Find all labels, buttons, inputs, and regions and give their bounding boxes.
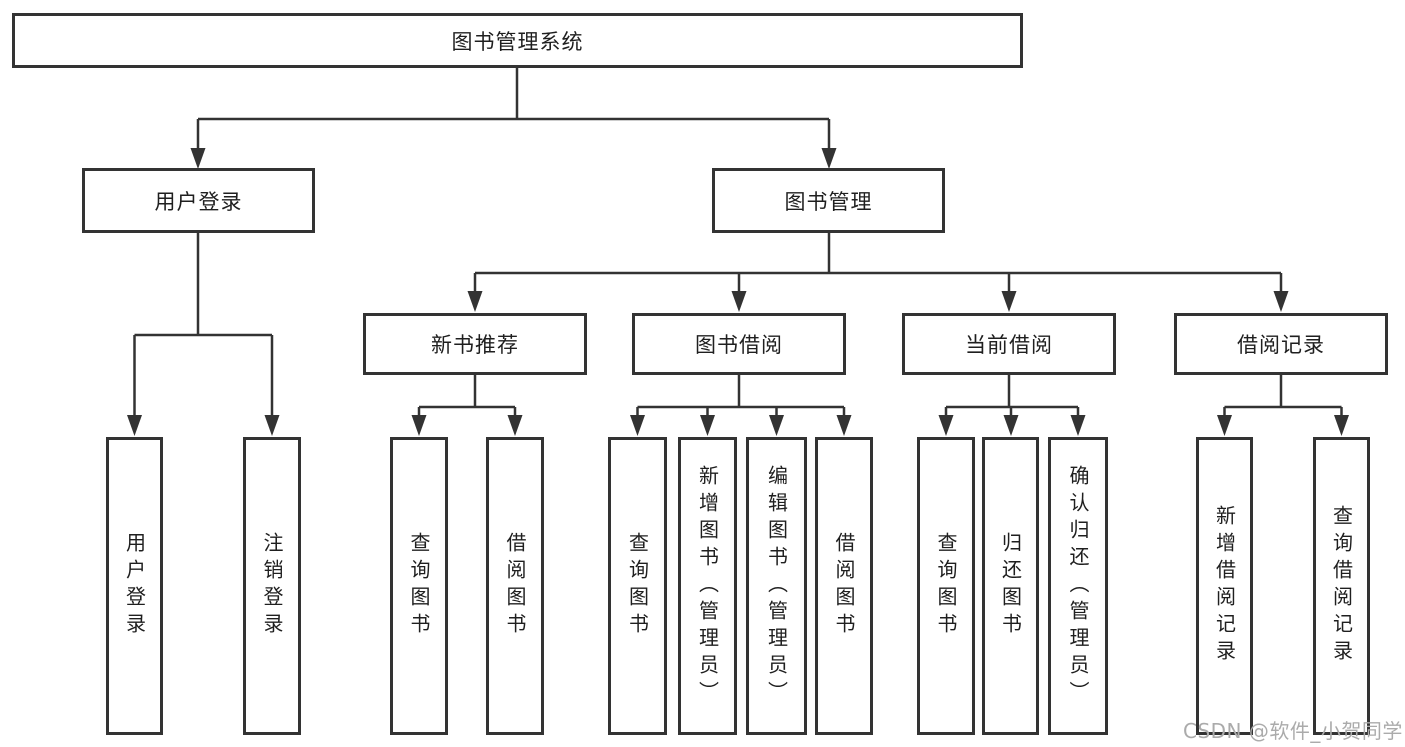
- leaf-label: 注销登录: [260, 532, 284, 640]
- leaf-label: 查询图书: [407, 532, 431, 640]
- leaf-label: 查询图书: [934, 532, 958, 640]
- leaf-edit-book-admin: 编辑图书（管理员）: [746, 437, 807, 735]
- csdn-watermark: CSDN @软件_小贺同学: [1183, 719, 1403, 743]
- leaf-label: 编辑图书（管理员）: [764, 464, 789, 708]
- leaf-label: 查询图书: [625, 532, 650, 640]
- arrowhead-down-icon: [836, 415, 852, 436]
- leaf-logout: 注销登录: [243, 437, 301, 735]
- leaf-label: 新增图书（管理员）: [695, 464, 720, 708]
- arrowhead-down-icon: [700, 415, 715, 436]
- node-root-label: 图书管理系统: [451, 29, 584, 54]
- node-label: 图书管理: [784, 189, 873, 214]
- node-branch-book-management: 图书管理: [712, 168, 945, 233]
- leaf-return-books: 归还图书: [982, 437, 1039, 735]
- node-label: 新书推荐: [431, 333, 519, 357]
- arrowhead-down-icon: [264, 415, 280, 436]
- arrowhead-down-icon: [731, 291, 747, 312]
- arrowhead-down-icon: [630, 415, 645, 436]
- node-label: 借阅记录: [1237, 333, 1325, 357]
- arrowhead-down-icon: [190, 148, 206, 169]
- arrowhead-down-icon: [467, 291, 483, 312]
- arrowhead-down-icon: [411, 415, 427, 436]
- arrowhead-down-icon: [1217, 415, 1232, 436]
- connector-root-children: [196, 68, 831, 150]
- node-borrowing-records: 借阅记录: [1174, 313, 1388, 375]
- leaf-borrow-books-newbook: 借阅图书: [486, 437, 544, 735]
- leaf-query-books-current: 查询图书: [917, 437, 975, 735]
- connector-book-management-children: [473, 233, 1283, 292]
- node-book-borrowing: 图书借阅: [632, 313, 846, 375]
- node-current-borrowing: 当前借阅: [902, 313, 1116, 375]
- arrowhead-down-icon: [1334, 415, 1349, 436]
- arrowhead-down-icon: [769, 415, 784, 436]
- arrowhead-down-icon: [507, 415, 523, 436]
- connector-current-borrowing-children: [944, 375, 1080, 416]
- leaf-label: 借阅图书: [832, 532, 856, 640]
- arrowhead-down-icon: [938, 415, 954, 436]
- leaf-query-borrow-record: 查询借阅记录: [1313, 437, 1370, 735]
- leaf-confirm-return-admin: 确认归还（管理员）: [1048, 437, 1108, 735]
- connector-user-login-children: [133, 233, 274, 416]
- leaf-query-books-borrowing: 查询图书: [608, 437, 667, 735]
- node-label: 图书借阅: [695, 333, 783, 357]
- connector-book-borrowing-children: [636, 375, 846, 416]
- node-new-book-recommendation: 新书推荐: [363, 313, 587, 375]
- leaf-label: 确认归还（管理员）: [1066, 464, 1090, 708]
- arrowhead-down-icon: [1273, 291, 1289, 312]
- connector-new-book-rec-children: [417, 375, 517, 416]
- arrowhead-down-icon: [821, 148, 837, 169]
- leaf-borrow-books-borrowing: 借阅图书: [815, 437, 873, 735]
- node-label: 用户登录: [154, 189, 243, 214]
- arrowhead-down-icon: [1003, 415, 1019, 436]
- leaf-label: 查询借阅记录: [1329, 505, 1354, 667]
- node-branch-user-login: 用户登录: [82, 168, 315, 233]
- leaf-add-borrow-record: 新增借阅记录: [1196, 437, 1253, 735]
- arrowhead-down-icon: [127, 415, 142, 436]
- node-root: 图书管理系统: [12, 13, 1023, 68]
- leaf-user-login: 用户登录: [106, 437, 163, 735]
- leaf-label: 归还图书: [998, 532, 1023, 640]
- node-label: 当前借阅: [965, 333, 1053, 357]
- arrowhead-down-icon: [1001, 291, 1017, 312]
- leaf-label: 用户登录: [122, 532, 147, 640]
- connector-borrowing-records-children: [1223, 375, 1343, 416]
- arrowhead-down-icon: [1070, 415, 1086, 436]
- leaf-add-book-admin: 新增图书（管理员）: [678, 437, 737, 735]
- leaf-query-books-newbook: 查询图书: [390, 437, 448, 735]
- leaf-label: 新增借阅记录: [1212, 505, 1237, 667]
- leaf-label: 借阅图书: [503, 532, 527, 640]
